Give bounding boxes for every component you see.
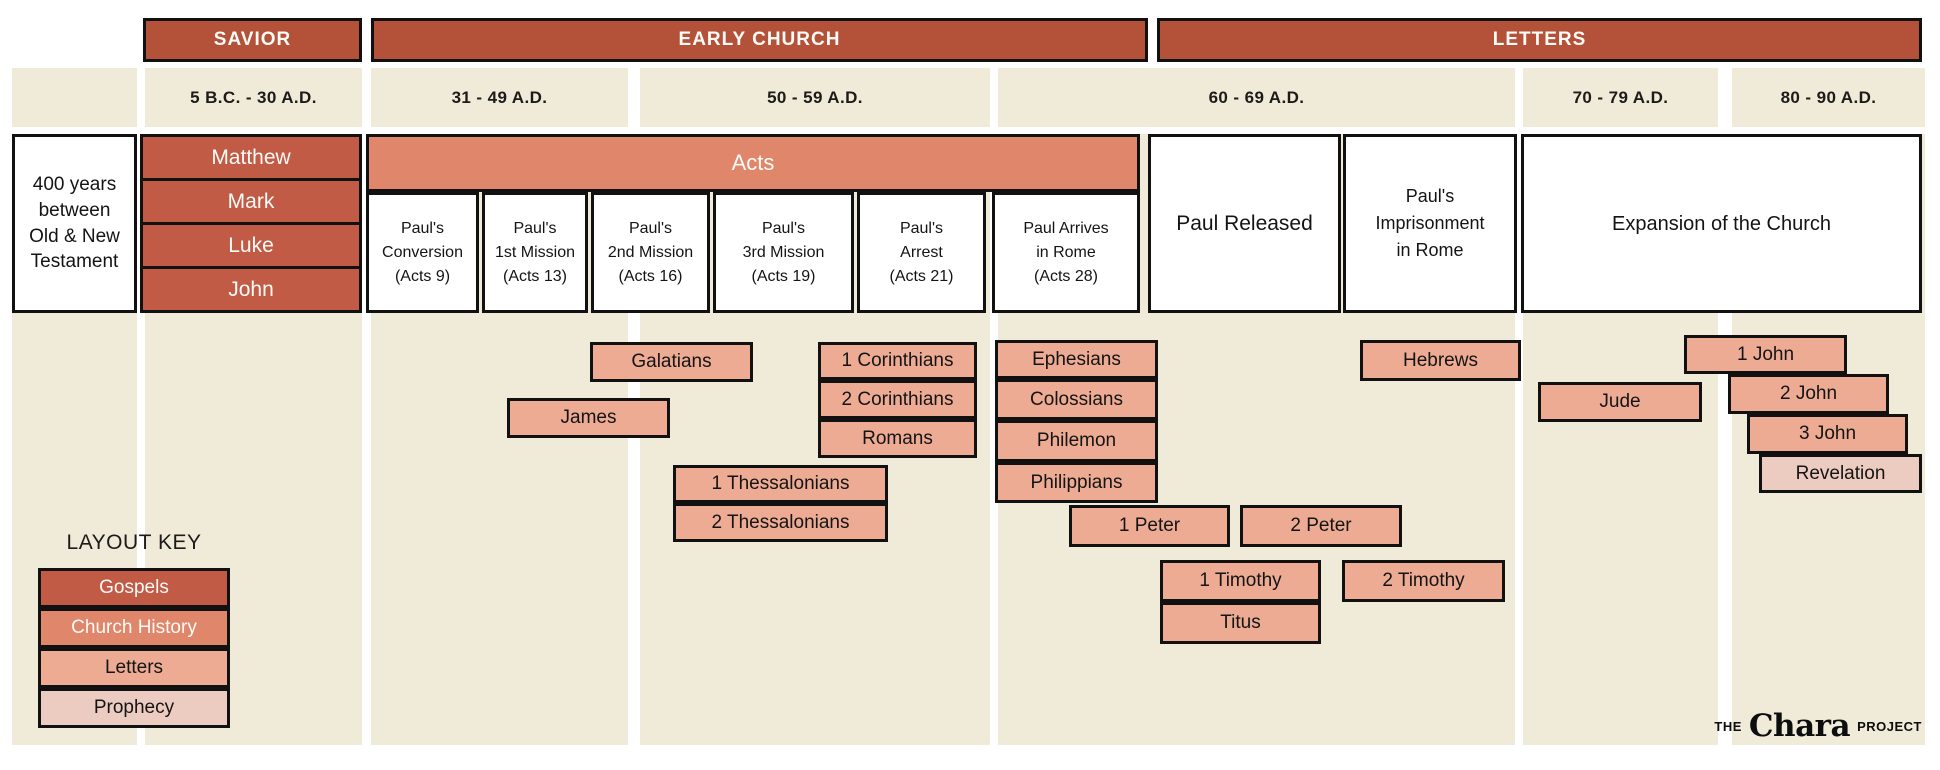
layout-key-title: LAYOUT KEY — [66, 531, 202, 554]
book-2-peter: 2 Peter — [1240, 505, 1402, 547]
book-2-corinthians: 2 Corinthians — [818, 380, 977, 419]
era-bar-savior: SAVIOR — [143, 18, 362, 62]
row-separator — [0, 127, 1940, 134]
chara-project-logo: THE Chara PROJECT — [1714, 706, 1922, 746]
book-hebrews: Hebrews — [1360, 340, 1521, 381]
book-jude: Jude — [1538, 382, 1702, 422]
book-colossians: Colossians — [995, 379, 1158, 420]
book-galatians: Galatians — [590, 342, 753, 382]
era-bar-early-church: EARLY CHURCH — [371, 18, 1148, 62]
book-2-timothy: 2 Timothy — [1342, 560, 1505, 602]
date-label-5-b-c-30-a-d: 5 B.C. - 30 A.D. — [190, 87, 317, 107]
period-expansion-of-the-church: Expansion of the Church — [1521, 134, 1922, 313]
book-revelation: Revelation — [1759, 454, 1922, 493]
key-item-letters: Letters — [38, 648, 230, 688]
book-ephesians: Ephesians — [995, 340, 1158, 379]
book-1-timothy: 1 Timothy — [1160, 560, 1321, 602]
key-item-gospels: Gospels — [38, 568, 230, 608]
book-2-thessalonians: 2 Thessalonians — [673, 503, 888, 542]
date-label-31-49-a-d: 31 - 49 A.D. — [451, 87, 548, 107]
book-1-peter: 1 Peter — [1069, 505, 1230, 547]
date-label-80-90-a-d: 80 - 90 A.D. — [1780, 87, 1877, 107]
date-label-70-79-a-d: 70 - 79 A.D. — [1572, 87, 1669, 107]
book-1-john: 1 John — [1684, 335, 1847, 374]
book-james: James — [507, 398, 670, 438]
book-philippians: Philippians — [995, 462, 1158, 503]
book-2-john: 2 John — [1728, 374, 1889, 414]
gospel-row-matthew: Matthew — [143, 137, 359, 178]
era-bar-letters: LETTERS — [1157, 18, 1922, 62]
book-romans: Romans — [818, 419, 977, 458]
book-philemon: Philemon — [995, 420, 1158, 462]
book-titus: Titus — [1160, 602, 1321, 644]
book-3-john: 3 John — [1747, 414, 1908, 454]
gospel-row-mark: Mark — [143, 178, 359, 222]
book-1-thessalonians: 1 Thessalonians — [673, 465, 888, 503]
gospel-row-john: John — [143, 266, 359, 310]
logo-chara: Chara — [1748, 707, 1851, 744]
date-label-60-69-a-d: 60 - 69 A.D. — [1208, 87, 1305, 107]
date-label-50-59-a-d: 50 - 59 A.D. — [767, 87, 863, 107]
key-item-prophecy: Prophecy — [38, 688, 230, 728]
gospel-row-luke: Luke — [143, 222, 359, 266]
book-1-corinthians: 1 Corinthians — [818, 342, 977, 380]
key-item-church-history: Church History — [38, 608, 230, 648]
logo-the: THE — [1714, 718, 1742, 734]
acts-bar: Acts — [366, 134, 1140, 192]
logo-project: PROJECT — [1857, 718, 1922, 734]
period-paul-released: Paul Released — [1148, 134, 1341, 313]
